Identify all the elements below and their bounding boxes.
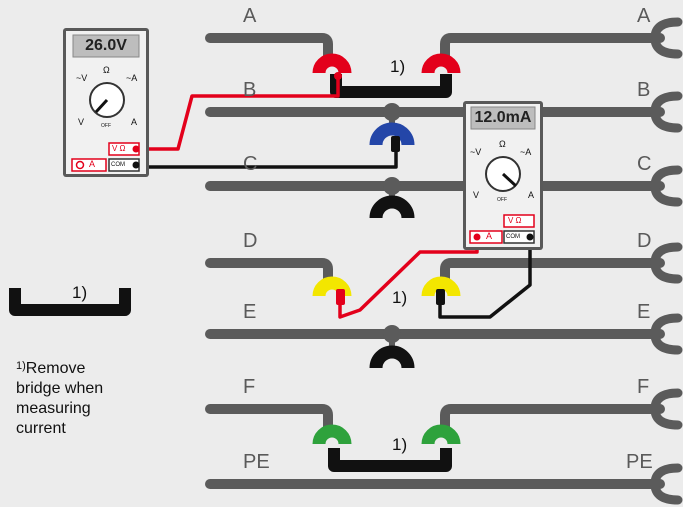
current-meter-dca: A	[528, 190, 535, 200]
cap-a-left-red	[312, 53, 352, 74]
lead-voltage-red	[140, 78, 340, 151]
voltage-meter-display: 26.0V	[85, 37, 127, 54]
voltage-meter-ohm: Ω	[103, 65, 110, 75]
probe-tip-black-d	[436, 289, 445, 305]
jack-a-voltage	[75, 160, 85, 170]
terminal-hook-e	[650, 313, 683, 355]
current-meter-acv: ~V	[470, 147, 482, 157]
label-f-left: F	[243, 376, 256, 398]
jack-com-voltage	[132, 161, 140, 169]
label-c-right: C	[637, 153, 652, 175]
current-meter-port-vohm: V Ω	[508, 216, 522, 225]
current-meter-needle	[501, 172, 518, 188]
probe-tip-red-d	[336, 289, 345, 305]
cap-e-black	[369, 345, 415, 369]
cap-a-right-red	[421, 53, 461, 74]
voltage-meter-port-a: A	[89, 159, 96, 169]
probe-tip-black-b	[391, 136, 400, 152]
label-b-right: B	[637, 79, 651, 101]
line-a-right	[440, 33, 665, 63]
terminal-hook-a	[650, 17, 683, 59]
label-pe-left: PE	[243, 451, 270, 473]
lead-current-black	[438, 238, 532, 319]
port-vohm-box-current	[503, 214, 535, 228]
label-d-right: D	[637, 230, 652, 252]
legend-note-text: Remove bridge when measuring current	[16, 360, 104, 437]
label-pe-right: PE	[626, 451, 653, 473]
voltage-meter	[63, 28, 149, 177]
voltage-meter-port-com: COM	[111, 162, 125, 168]
cap-b-blue	[369, 122, 415, 146]
bridge-f	[328, 448, 452, 472]
current-meter-ohm: Ω	[499, 139, 506, 149]
label-c-left: C	[243, 153, 258, 175]
jack-a-current	[473, 233, 481, 241]
lead-voltage-black	[140, 150, 398, 169]
legend-bridge	[9, 288, 131, 316]
voltage-meter-port-vohm: V Ω	[112, 144, 126, 153]
terminal-hook-d	[650, 242, 683, 284]
current-meter-port-com: COM	[506, 234, 520, 240]
terminal-hook-pe	[650, 463, 683, 505]
label-e-right: E	[637, 301, 651, 323]
conductor-lines	[205, 33, 665, 489]
cap-f-right-green	[421, 424, 461, 445]
terminal-hook-f	[650, 388, 683, 430]
current-meter-display: 12.0mA	[474, 109, 532, 126]
current-meter-aca: ~A	[520, 147, 532, 157]
label-f-right: F	[637, 376, 650, 398]
voltage-meter-dca: A	[131, 117, 138, 127]
voltage-meter-acv: ~V	[76, 73, 88, 83]
legend-mark: 1)	[72, 283, 88, 302]
terminal-hook-c	[650, 165, 683, 207]
terminal-hooks	[650, 17, 683, 505]
current-meter-screen	[470, 106, 536, 130]
line-d-right	[440, 258, 665, 288]
current-meter	[463, 101, 543, 250]
label-a-right: A	[637, 5, 651, 27]
label-b-left: B	[243, 79, 257, 101]
current-meter-port-a: A	[486, 231, 493, 241]
voltage-meter-aca: ~A	[126, 73, 138, 83]
line-f-right	[440, 404, 665, 435]
cap-c-black	[369, 195, 415, 219]
label-d-left: D	[243, 230, 258, 252]
footnote-mark-d: 1)	[392, 288, 408, 307]
voltage-meter-screen	[72, 34, 140, 58]
line-f-left	[205, 404, 333, 435]
current-meter-dcv: V	[473, 190, 480, 200]
footnote-mark-f: 1)	[392, 435, 408, 454]
cap-d-right-yellow	[421, 276, 461, 297]
cap-f-left-green	[312, 424, 352, 445]
voltage-meter-needle	[94, 98, 109, 114]
bridge-a	[330, 74, 452, 98]
jack-vohm-voltage	[132, 145, 140, 153]
legend-note-superscript: 1)	[16, 360, 26, 372]
voltage-meter-dcv: V	[78, 117, 85, 127]
current-meter-off: OFF	[497, 197, 507, 203]
line-a-left	[205, 33, 333, 63]
connector-caps	[312, 53, 461, 445]
jack-com-current	[526, 233, 534, 241]
probe-tip-red-a	[334, 72, 342, 80]
label-e-left: E	[243, 301, 257, 323]
footnote-mark-a: 1)	[390, 57, 406, 76]
port-com-box-current	[503, 230, 535, 244]
label-a-left: A	[243, 5, 257, 27]
legend-note: 1)Remove bridge when measuring current	[16, 359, 131, 439]
terminal-hook-b	[650, 91, 683, 133]
lead-current-red	[338, 238, 479, 319]
voltage-meter-off: OFF	[101, 123, 111, 129]
line-d-left	[205, 258, 333, 288]
